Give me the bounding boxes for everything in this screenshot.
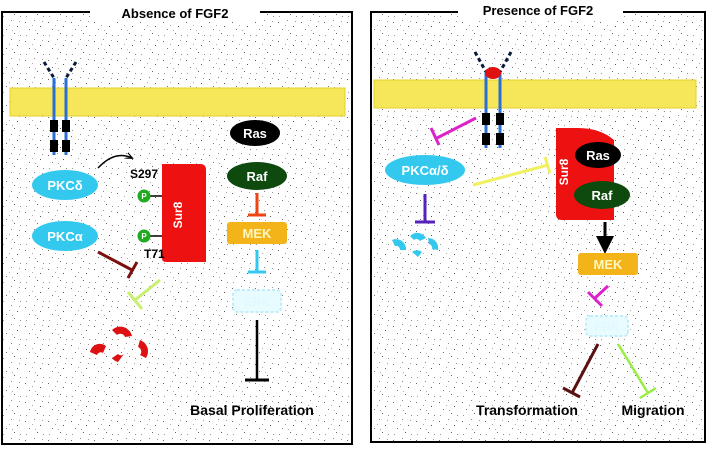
erk-transformation-link [562, 343, 600, 399]
pkc-fragments-cyan [392, 232, 439, 257]
pkc-delta-node: PKCδ [32, 170, 98, 200]
cell-membrane-right [373, 79, 697, 109]
sur8-pkc-inhibition [472, 156, 552, 187]
mek-label-right: MEK [594, 257, 624, 272]
mek-erk-inhibition [248, 250, 266, 274]
erk-label: ERK [244, 295, 270, 309]
ras-node-right: Ras [575, 142, 621, 168]
panel-presence: Presence of FGF2 PKCα/δ [370, 3, 706, 443]
fgf-receptor-activated [473, 51, 513, 148]
ras-node: Ras [230, 120, 280, 146]
outcome-migration: Migration [622, 402, 685, 418]
site-t71-label: T71 [144, 247, 165, 261]
phospho-s297-mark: P [137, 189, 151, 203]
ras-label-right: Ras [586, 148, 610, 163]
raf-label: Raf [247, 169, 269, 184]
pkc-delta-label: PKCδ [47, 178, 82, 193]
pkc-alpha-label: PKCα [47, 229, 82, 244]
panel-title: Absence of FGF2 [122, 6, 229, 21]
erk-node-right: ERK [585, 315, 629, 337]
mek-node-right: MEK [578, 253, 638, 275]
pkca-inhibition [97, 250, 139, 279]
pkc-fragment-inhibition [415, 194, 435, 224]
pkc-alpha-node: PKCα [32, 221, 98, 251]
raf-node-right: Raf [574, 181, 630, 209]
mek-node: MEK [227, 222, 287, 244]
erk-label-right: ERK [594, 320, 620, 334]
title-backdrop-right [458, 3, 623, 21]
cell-membrane [9, 87, 346, 117]
fgf-receptor [42, 61, 78, 155]
title-backdrop [90, 4, 260, 22]
phospho-t71-text: P [141, 232, 147, 241]
pkc-alpha-delta-node: PKCα/δ [385, 155, 465, 185]
phosphorylation-arrow [97, 156, 132, 169]
raf-node: Raf [227, 162, 287, 190]
raf-mek-inhibition [248, 193, 266, 217]
mek-erk-link-right [586, 284, 610, 308]
phospho-t71-mark: P [137, 229, 151, 243]
erk-outcome-inhibition [245, 320, 269, 382]
sur8-label: Sur8 [171, 201, 185, 228]
degraded-pkc-fragments [90, 326, 149, 362]
pkc-alpha-delta-label: PKCα/δ [402, 163, 449, 178]
sur8-scaffold: Sur8 [162, 164, 206, 262]
degradation-inhibition [126, 278, 161, 310]
receptor-pkc-inhibition [429, 116, 477, 146]
panel-absence: Absence of FGF2 PKCδ PKCα [1, 4, 353, 445]
fgf2-ligand [485, 67, 501, 79]
mek-label: MEK [243, 226, 273, 241]
erk-migration-link [616, 343, 657, 400]
raf-label-right: Raf [592, 188, 614, 203]
ras-label: Ras [243, 126, 267, 141]
outcome-transformation: Transformation [476, 402, 578, 418]
phospho-s297-text: P [141, 192, 147, 201]
erk-node: ERK [232, 289, 282, 313]
outcome-basal-proliferation: Basal Proliferation [190, 402, 314, 418]
panel-title-right: Presence of FGF2 [483, 3, 594, 18]
sur8-label-right: Sur8 [557, 158, 571, 185]
site-s297-label: S297 [130, 167, 158, 181]
panel-frame-right [370, 11, 706, 443]
